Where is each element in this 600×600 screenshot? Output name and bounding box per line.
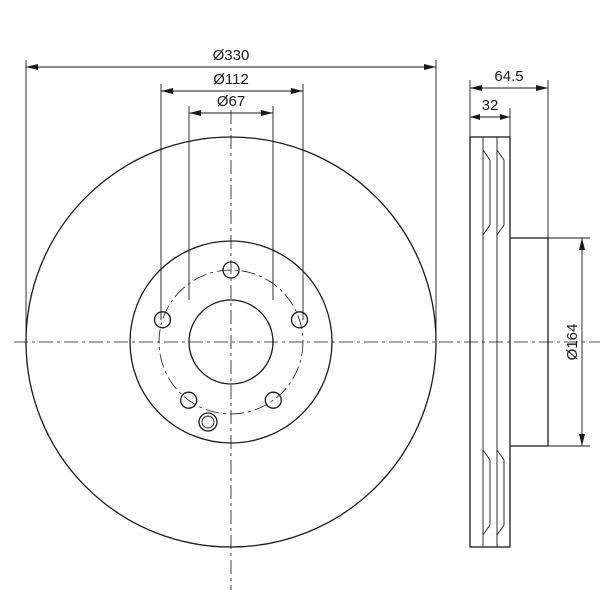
vane-detail-top-right	[496, 149, 505, 236]
center-bore-dimension: Ø67	[189, 93, 273, 116]
center-bore-label: Ø67	[217, 93, 245, 110]
bolt-circle-dimension: Ø112	[161, 71, 303, 94]
outer-diameter-label: Ø330	[213, 47, 250, 64]
disc-profile-outer	[469, 136, 511, 548]
bolt-hole	[290, 311, 309, 329]
overall-height-label: 64.5	[494, 68, 523, 85]
hat-diameter-dimension: Ø164	[564, 238, 585, 446]
hub-circle	[129, 240, 333, 444]
vane-detail-top	[482, 149, 491, 236]
front-view: Ø330 Ø112 Ø67	[14, 47, 600, 590]
overall-height-dimension: 64.5	[470, 68, 548, 91]
bolt-hole	[153, 311, 172, 329]
locating-hole	[198, 412, 218, 432]
hat-profile	[510, 237, 549, 447]
bolt-hole	[264, 391, 282, 409]
hat-diameter-label: Ø164	[564, 324, 581, 361]
vane-detail-bottom-right	[496, 449, 505, 536]
center-bore-circle	[188, 299, 274, 385]
bolt-holes	[153, 261, 309, 409]
bolt-hole	[180, 391, 198, 409]
bolt-circle-label: Ø112	[213, 71, 249, 88]
bolt-hole	[222, 261, 240, 279]
vane-detail-bottom	[482, 449, 491, 536]
side-view: 64.5 32 Ø164	[469, 68, 590, 548]
disc-thickness-dimension: 32	[470, 97, 510, 120]
outer-diameter-dimension: Ø330	[26, 47, 436, 70]
disc-thickness-label: 32	[482, 97, 499, 114]
bolt-pitch-circle	[158, 269, 304, 415]
